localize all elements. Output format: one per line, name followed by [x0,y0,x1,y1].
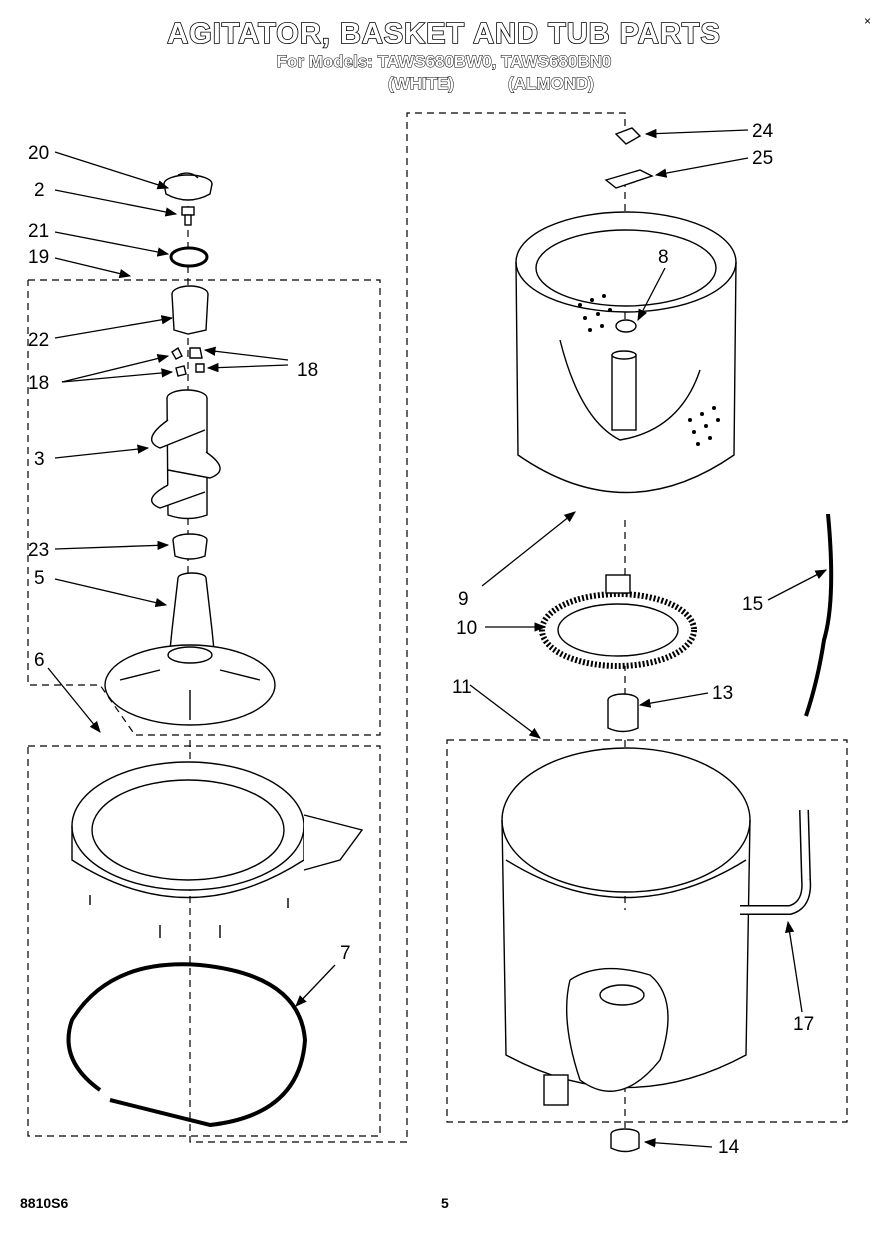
callout-24: 24 [752,121,774,142]
callout-17: 17 [793,1014,814,1035]
callout-7: 7 [340,943,351,964]
corner-mark: × [864,14,872,28]
dog-clip-part [175,365,187,377]
hub-nut-part [610,1128,640,1153]
callout-3: 3 [34,449,45,470]
agitator-cap-part [163,172,213,201]
models-line: For Models: TAWS680BW0, TAWS680BN0 [276,52,612,72]
callout-14: 14 [718,1137,740,1158]
bolt-part [181,206,195,226]
callout-23: 23 [28,540,49,561]
dog-clip-part [189,347,203,359]
group-box-19 [27,279,381,736]
dog-clip-part [195,363,205,373]
callout-2: 2 [34,180,45,201]
snap-ring-part [66,962,308,1128]
cam-part [171,285,209,335]
clip-part [614,127,642,145]
drain-hose-part [740,809,812,915]
connection-line [189,112,626,1143]
callout-15: 15 [742,594,763,615]
callout-18-left: 18 [28,373,49,394]
callout-9: 9 [458,589,469,610]
finish-white-label: (WHITE) [387,74,455,94]
agitator-base-part [104,572,276,726]
callout-25: 25 [752,148,773,169]
finish-almond-label: (ALMOND) [508,74,595,94]
dog-clip-part [171,346,183,360]
page-title: AGITATOR, BASKET AND TUB PARTS [166,17,721,51]
callout-21: 21 [28,221,49,242]
callout-10: 10 [456,618,477,639]
document-number: 8810S6 [20,1195,69,1211]
callout-19: 19 [28,247,49,268]
bearing-part [172,533,208,560]
tub-ring-part [71,761,364,938]
group-box-6 [27,745,381,1137]
callout-22: 22 [28,330,49,351]
callout-20: 20 [28,143,49,164]
drive-gear-part [539,574,697,669]
outer-tub-part [501,747,751,1106]
basket-holes-pattern [578,294,720,446]
hub-nut-8 [615,319,637,333]
callout-5: 5 [34,568,45,589]
page-number: 5 [441,1195,449,1211]
callout-11: 11 [452,677,472,698]
coupling-part [607,693,639,733]
shield-part [604,169,654,189]
hose-part [804,513,834,717]
agitator-auger-part [151,389,221,520]
callout-18-right: 18 [297,360,318,381]
callout-13: 13 [712,683,733,704]
callout-6: 6 [34,650,45,671]
spin-basket-part [515,211,737,494]
seal-ring-part [169,246,209,268]
callout-8: 8 [658,247,669,268]
group-box-11 [446,739,848,1123]
